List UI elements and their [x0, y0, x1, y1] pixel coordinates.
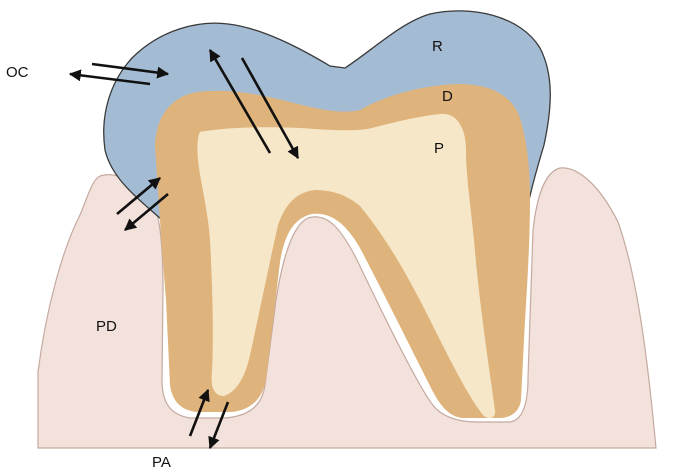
apical-arrow-up	[188, 388, 210, 437]
periodontium-shape	[37, 167, 657, 449]
apical-arrow-down	[208, 401, 230, 450]
label-pa: PA	[152, 454, 171, 471]
cervical-arrow-up	[116, 177, 161, 215]
crown-arrow-up	[208, 48, 272, 154]
crown-arrow-down	[240, 57, 300, 160]
label-d: D	[442, 88, 453, 105]
label-pd: PD	[96, 318, 117, 335]
pulp-shape	[197, 113, 496, 419]
cervical-arrow-down	[124, 193, 169, 231]
oc-arrow-inward	[91, 62, 170, 79]
label-oc: OC	[6, 64, 29, 81]
label-p: P	[434, 140, 444, 157]
oc-arrow-outward	[68, 69, 151, 86]
label-r: R	[432, 38, 443, 55]
